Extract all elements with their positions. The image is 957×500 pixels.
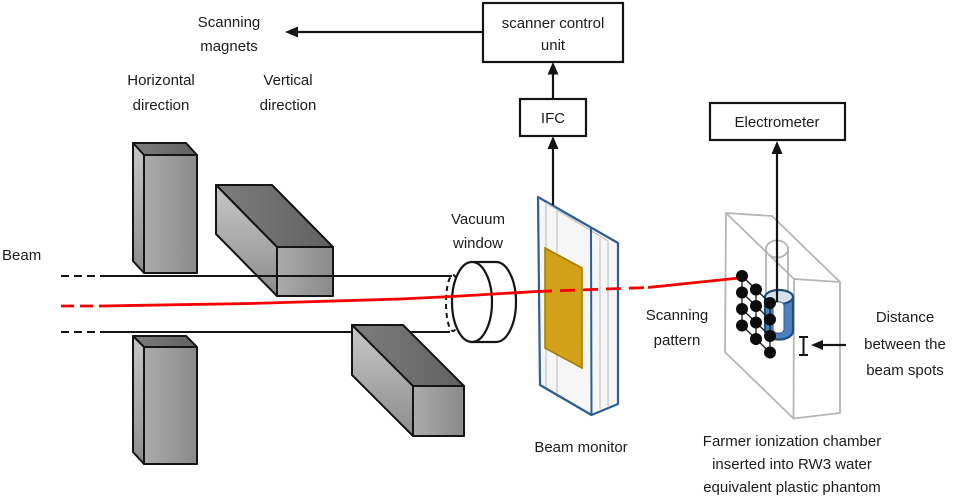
scanning-magnets-label-line1: Scanning xyxy=(198,14,261,31)
vacuum-window xyxy=(445,260,518,344)
beam-spot xyxy=(750,283,762,296)
beam-monitor-label: Beam monitor xyxy=(534,439,627,456)
window-rim-body xyxy=(470,260,518,344)
distance-arrow-head xyxy=(811,340,823,350)
spot-distance-indicator xyxy=(799,336,846,356)
beam-spot xyxy=(750,333,762,345)
farmer-caption-line1: Farmer ionization chamber xyxy=(703,433,881,450)
monitor-front-bottom-edge xyxy=(539,384,593,416)
monitor-to-ifc-arrow-head xyxy=(547,136,559,149)
vertical-magnet-upper xyxy=(215,184,334,297)
beam-label: Beam xyxy=(2,247,41,264)
signal-arrows xyxy=(285,26,783,302)
monitor-gold-detector-panel xyxy=(544,246,583,370)
distance-label-line1: Distance xyxy=(876,309,934,326)
electrometer-label: Electrometer xyxy=(734,114,819,131)
beam-monitor xyxy=(536,195,620,417)
scanner-control-unit-box xyxy=(481,1,625,64)
beam-spot xyxy=(764,330,776,342)
vacuum-window-label-line2: window xyxy=(452,235,503,252)
window-rim-front xyxy=(450,260,494,344)
horizontal-magnet-upper xyxy=(132,142,198,274)
electrometer-box xyxy=(708,101,847,142)
beam-spot xyxy=(736,303,748,315)
scanner-to-magnets-arrow-head xyxy=(285,26,298,38)
chamber-to-electrometer-arrow-head xyxy=(771,141,783,154)
ifc-label: IFC xyxy=(541,110,565,127)
horizontal-direction-label-line2: direction xyxy=(133,97,190,114)
beam-spot xyxy=(750,316,762,329)
horizontal-magnet-lower xyxy=(132,335,198,465)
beam-path xyxy=(61,276,745,308)
beam-spots-grid xyxy=(736,270,776,359)
monitor-front-right-edge xyxy=(590,227,593,416)
distance-label-line2: between the xyxy=(864,336,946,353)
vertical-direction-label-line2: direction xyxy=(260,97,317,114)
scanning-pattern-label-line2: pattern xyxy=(654,332,701,349)
vertical-magnet-lower xyxy=(351,324,465,437)
ifc-to-scu-arrow-head xyxy=(547,62,559,75)
beam-spot xyxy=(764,346,776,359)
farmer-caption-line2: inserted into RW3 water xyxy=(712,456,872,473)
beam-spot xyxy=(736,270,748,282)
vertical-direction-label-line1: Vertical xyxy=(263,72,312,89)
vacuum-window-label-line1: Vacuum xyxy=(451,211,505,228)
distance-label-line3: beam spots xyxy=(866,362,944,379)
beam-spot xyxy=(750,300,762,312)
beam-spot xyxy=(736,319,748,332)
beam-spot xyxy=(736,286,748,299)
scanner-control-unit-label-line1: scanner control xyxy=(502,15,605,32)
ifc-box xyxy=(518,97,588,138)
beam-spot xyxy=(764,297,776,309)
scanner-control-unit-label-line2: unit xyxy=(541,37,566,54)
farmer-caption-line3: equivalent plastic phantom xyxy=(703,479,881,496)
beam-spot xyxy=(764,313,776,326)
scanning-magnets-label-line2: magnets xyxy=(200,38,258,55)
scanning-pattern-label-line1: Scanning xyxy=(646,307,709,324)
horizontal-direction-label-line1: Horizontal xyxy=(127,72,195,89)
